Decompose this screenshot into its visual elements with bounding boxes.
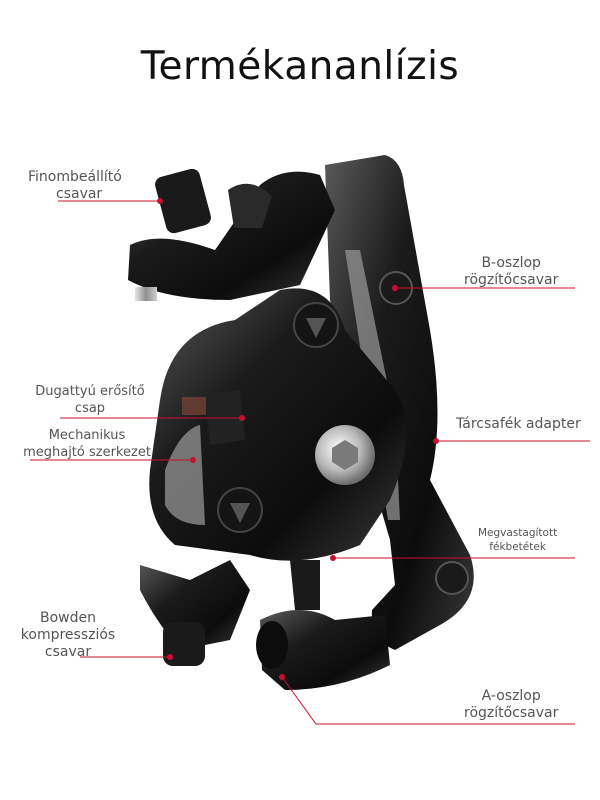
label-b-oszlop-rogzitocsavar: B-oszlop rögzítőcsavar [464,255,559,288]
upper-arm [128,168,335,301]
label-tarcsafek-adapter: Tárcsafék adapter [456,416,581,432]
label-megvastagitott-fekbetetek: Megvastagított fékbetétek [478,527,558,553]
caliper-body [149,288,407,561]
callout-dots [157,198,439,680]
label-mechanikus-meghajto: Mechanikus meghajtó szerkezet [23,428,151,460]
lower-arm [140,560,390,690]
label-a-oszlop-rogzitocsavar: A-oszlop rögzítőcsavar [464,688,559,721]
label-bowden-kompresszios-csavar: Bowden kompressziós csavar [20,610,116,660]
callout-lines [30,200,590,725]
label-dugattyu-erosito-csap: Dugattyú erősítő csap [35,384,145,416]
label-finombeallito-csavar: Finombeállító csavar [28,169,122,202]
page-title: Termékananlízis [140,44,460,89]
